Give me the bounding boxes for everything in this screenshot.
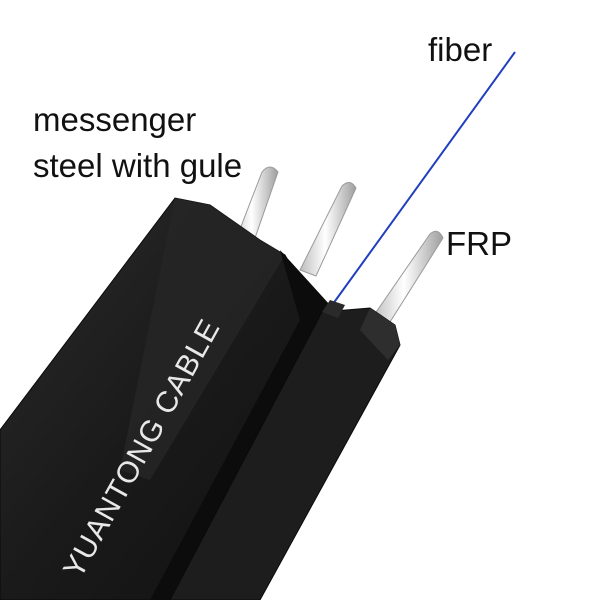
messenger-label-line2: steel with gule <box>33 147 243 184</box>
optical-fiber <box>322 51 516 318</box>
frp-label: FRP <box>446 225 512 262</box>
messenger-label-line1: messenger <box>33 101 197 138</box>
fiber-label: fiber <box>428 31 493 68</box>
frp-rod-right <box>371 230 444 323</box>
frp-rod-left <box>299 182 357 277</box>
cable-jacket <box>0 197 401 600</box>
